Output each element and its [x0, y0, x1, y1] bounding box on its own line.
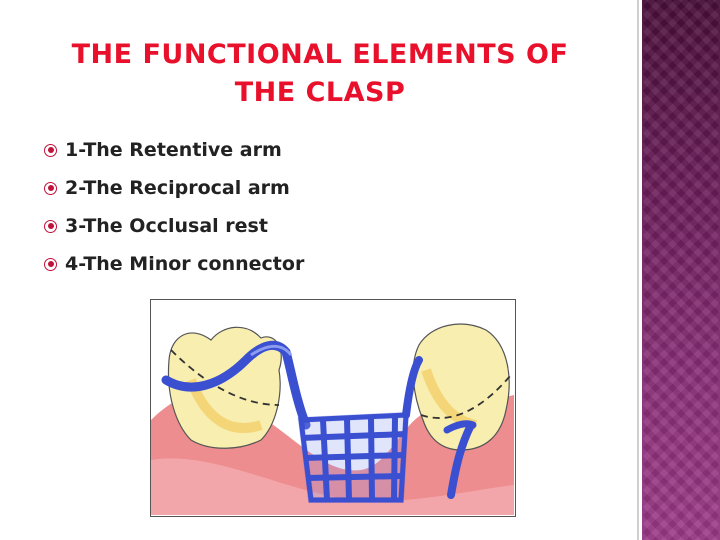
bullet-circle-icon [44, 143, 57, 157]
bullet-text: 2-The Reciprocal arm [65, 177, 290, 199]
clasp-illustration [151, 323, 514, 515]
bullet-text: 3-The Occlusal rest [65, 215, 268, 237]
list-item: 4-The Minor connector [44, 245, 304, 283]
bullet-circle-icon [44, 219, 57, 233]
slide-title: THE FUNCTIONAL ELEMENTS OF THE CLASP [71, 39, 569, 108]
right-connector [402, 356, 423, 419]
list-item: 3-The Occlusal rest [44, 207, 304, 245]
bullet-list: 1-The Retentive arm 2-The Reciprocal arm… [44, 131, 304, 283]
retentive-arm [447, 421, 475, 499]
bullet-text: 1-The Retentive arm [65, 139, 282, 161]
side-divider [637, 0, 639, 540]
bullet-circle-icon [44, 181, 57, 195]
mesh-grid [297, 411, 410, 503]
list-item: 1-The Retentive arm [44, 131, 304, 169]
decorative-side-band [642, 0, 720, 540]
clasp-figure [150, 299, 516, 517]
list-item: 2-The Reciprocal arm [44, 169, 304, 207]
bullet-text: 4-The Minor connector [65, 253, 305, 275]
bullet-circle-icon [44, 257, 57, 271]
